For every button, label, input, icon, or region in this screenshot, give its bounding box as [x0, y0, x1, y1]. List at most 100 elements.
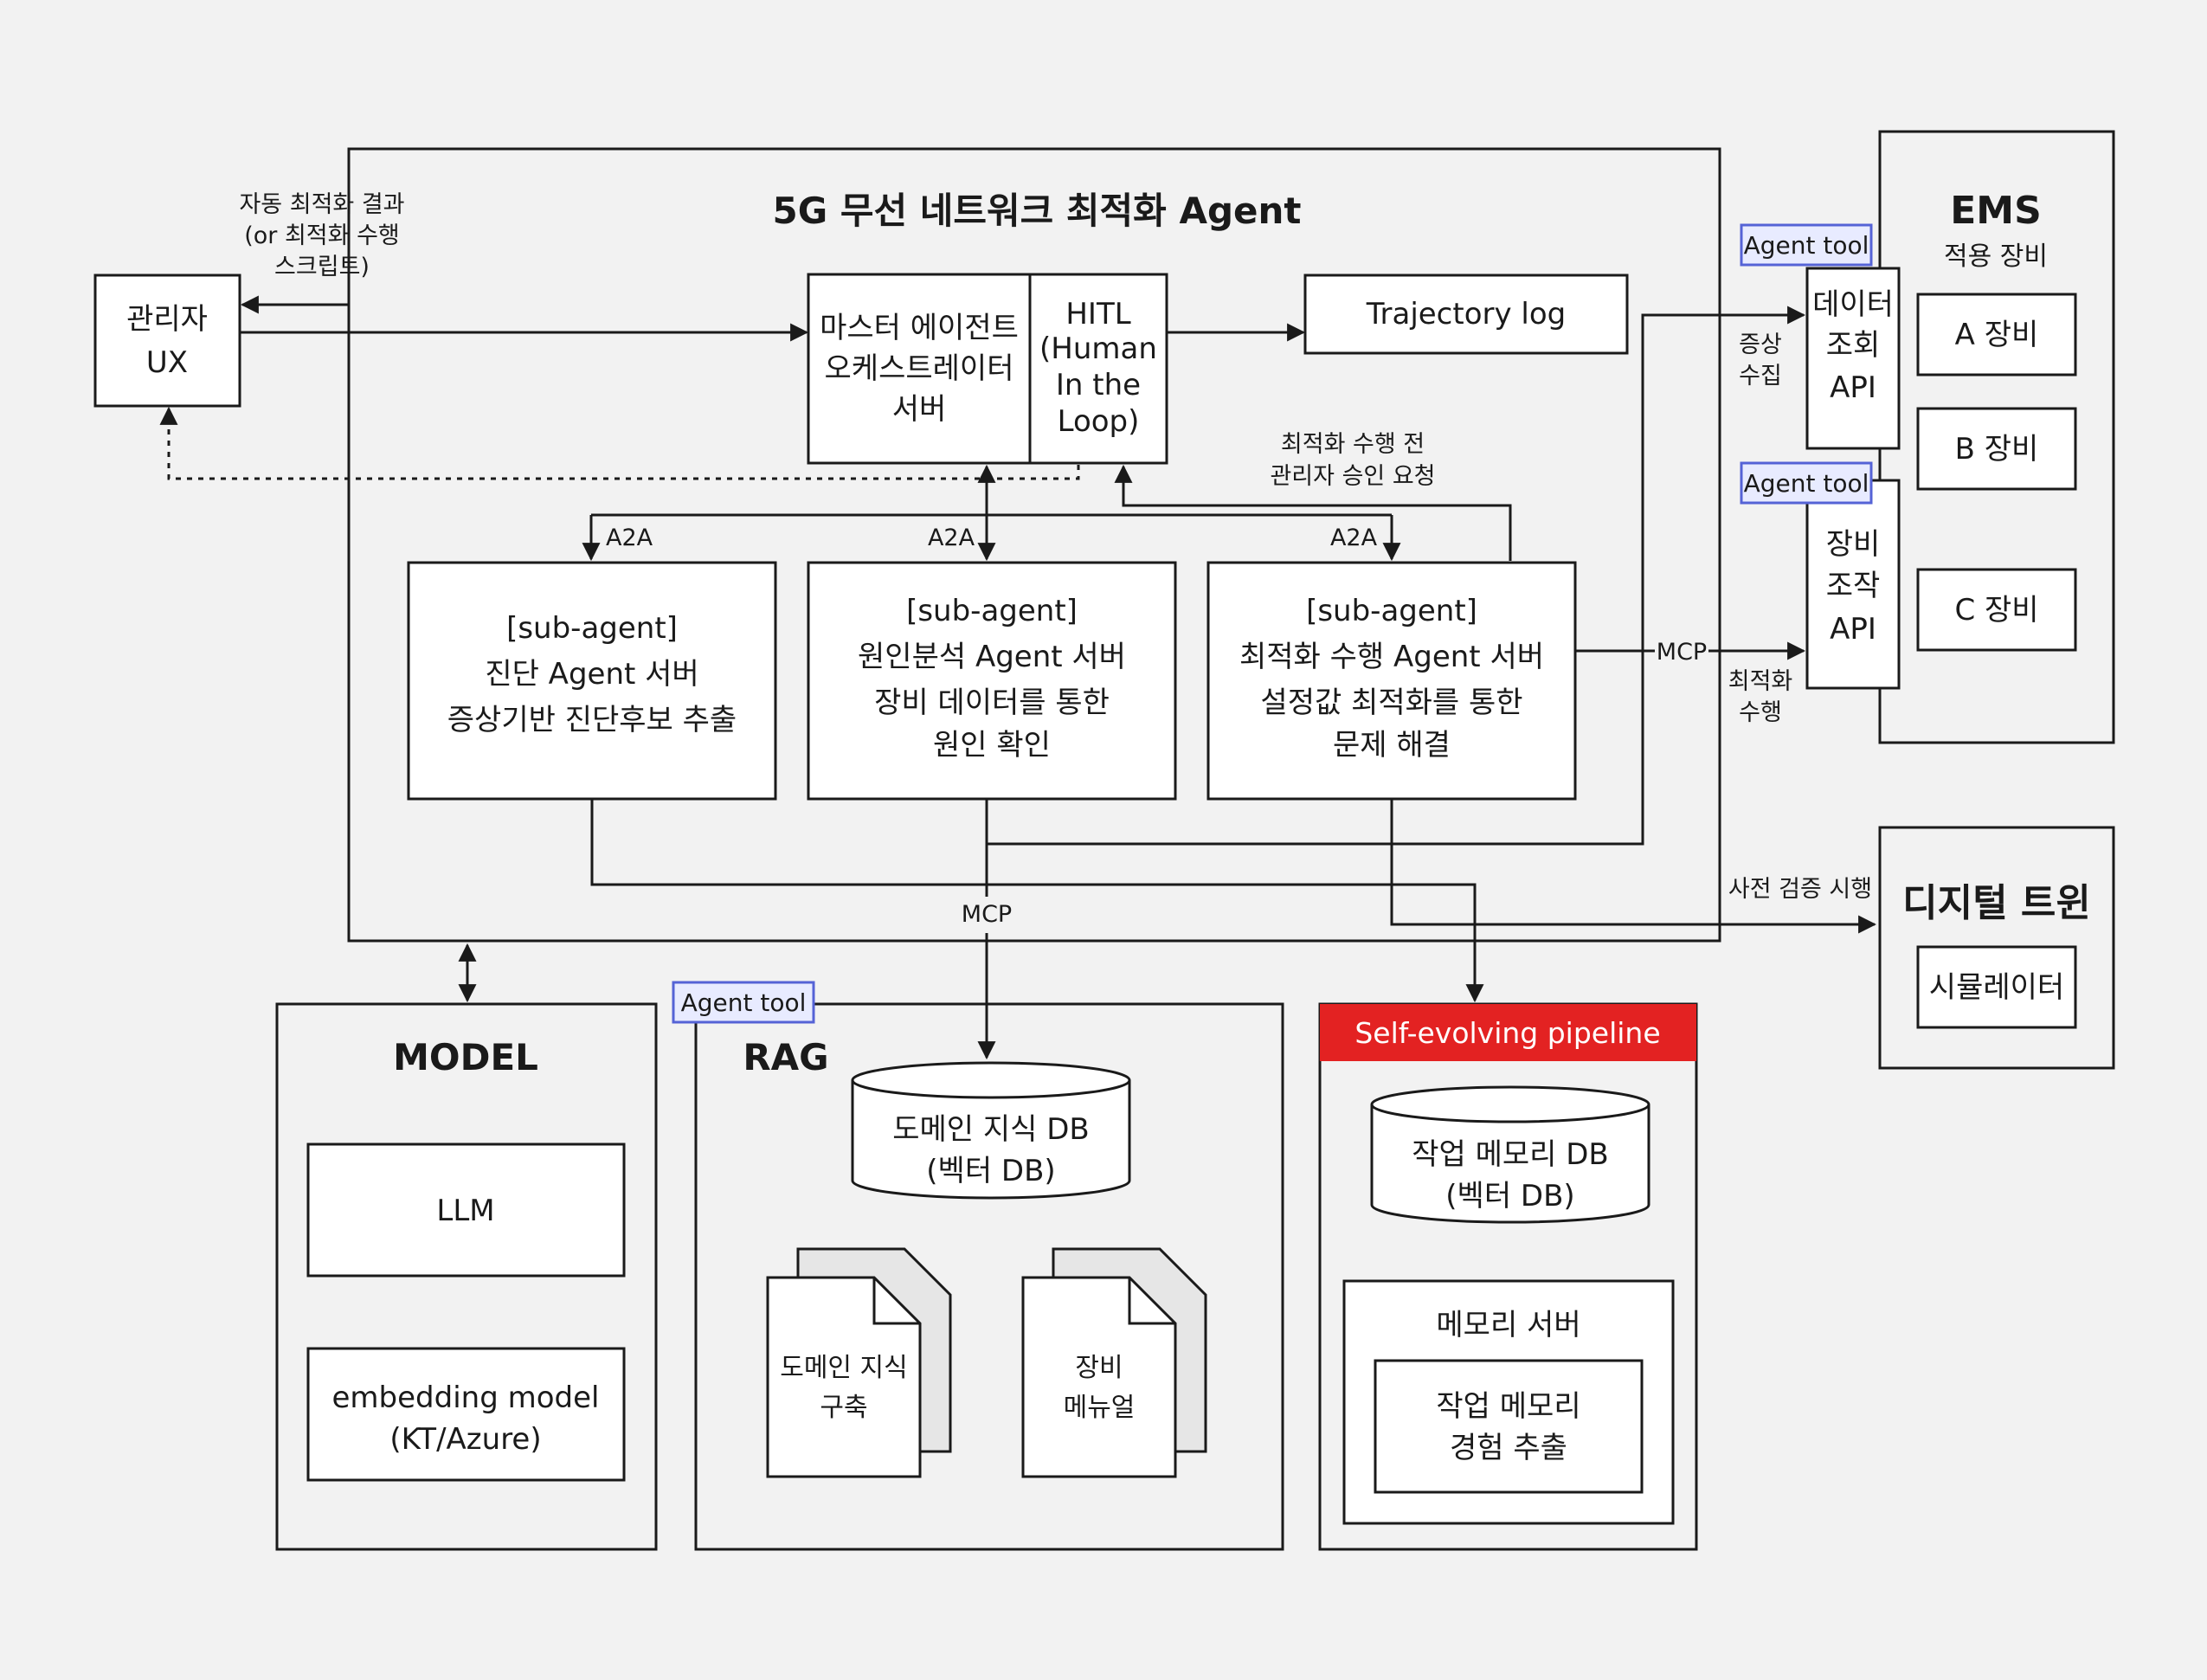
- a2a-label-2: A2A: [928, 525, 975, 551]
- mcp-label-rag: MCP: [962, 901, 1012, 928]
- admin-result-note-3: 스크립트): [274, 254, 370, 280]
- embedding-label-1: embedding model: [332, 1381, 600, 1415]
- hitl-label-3: In the: [1056, 368, 1141, 402]
- domain-knowledge-doc-icon: [766, 1247, 952, 1478]
- admin-result-note-2: (or 최적화 수행: [244, 222, 400, 249]
- agent-tool-tag-ctrl-api: [1740, 461, 1873, 505]
- admin-result-note-1: 자동 최적화 결과: [239, 191, 404, 218]
- rag-box[interactable]: [694, 1002, 1284, 1551]
- model-box[interactable]: [275, 1002, 658, 1551]
- rag-db-label-2: (벡터 DB): [926, 1154, 1055, 1188]
- diagnosis-agent-label-3: 증상기반 진단후보 추출: [447, 703, 737, 737]
- diagnosis-agent-label-2: 진단 Agent 서버: [485, 657, 698, 692]
- master-orchestrator-box[interactable]: [807, 273, 1032, 465]
- approval-note-2: 관리자 승인 요청: [1270, 463, 1435, 490]
- optimizer-agent-label-3: 설정값 최적화를 통한: [1260, 686, 1522, 720]
- pre-verify-label: 사전 검증 시행: [1728, 876, 1872, 903]
- hitl-label-2: (Human: [1039, 331, 1157, 366]
- root-cause-agent-label-3: 장비 데이터를 통한: [874, 686, 1110, 720]
- agent-tool-tag-rag: [672, 981, 815, 1024]
- master-label-3: 서버: [892, 392, 947, 427]
- ctrl-api-label-2: 조작: [1826, 569, 1881, 603]
- optimizer-agent-label-2: 최적화 수행 Agent 서버: [1239, 640, 1544, 674]
- diagnosis-agent-box[interactable]: [407, 561, 777, 801]
- memory-extract-box[interactable]: [1374, 1359, 1644, 1494]
- admin-ux-label-1: 관리자: [126, 302, 208, 337]
- simulator-label: 시뮬레이터: [1929, 970, 2064, 1005]
- memory-extract-label-2: 경험 추출: [1450, 1431, 1567, 1465]
- ems-title: EMS: [1950, 189, 2042, 233]
- agent-tool-tag-data-api: [1740, 223, 1873, 267]
- hitl-label-4: Loop): [1058, 404, 1140, 439]
- page-title: 5G 무선 네트워크 최적화 Agent: [773, 190, 1302, 232]
- hitl-box[interactable]: [1028, 273, 1168, 465]
- optimize-exec-2: 수행: [1739, 699, 1782, 726]
- agent-tool-tag-data-api-label: Agent tool: [1744, 231, 1869, 260]
- admin-ux-label-2: UX: [146, 345, 188, 380]
- pipeline-db-label-1: 작업 메모리 DB: [1412, 1137, 1609, 1172]
- rag-db-label-1: 도메인 지식 DB: [892, 1112, 1090, 1147]
- llm-box[interactable]: [306, 1143, 626, 1278]
- device-c-box[interactable]: [1916, 568, 2077, 652]
- ems-subtitle: 적용 장비: [1944, 241, 2048, 272]
- line-diagnosis-to-pipeline: [590, 799, 1484, 1003]
- optimizer-agent-box[interactable]: [1206, 561, 1577, 801]
- optimize-exec-1: 최적화: [1728, 668, 1793, 695]
- doc1-label-2: 구축: [820, 1393, 867, 1423]
- device-control-api-box[interactable]: [1805, 479, 1901, 690]
- root-cause-agent-label-1: [sub-agent]: [906, 594, 1078, 628]
- device-a-box[interactable]: [1916, 293, 2077, 377]
- symptom-collect-2: 수집: [1739, 363, 1782, 389]
- pipeline-title: Self-evolving pipeline: [1354, 1016, 1660, 1050]
- agent-tool-tag-ctrl-api-label: Agent tool: [1744, 469, 1869, 498]
- doc2-label-2: 메뉴얼: [1064, 1393, 1136, 1423]
- embedding-model-box[interactable]: [306, 1347, 626, 1482]
- doc2-label-1: 장비: [1075, 1353, 1123, 1383]
- root-cause-agent-label-4: 원인 확인: [933, 728, 1051, 763]
- data-api-label-1: 데이터: [1812, 287, 1894, 322]
- work-memory-db[interactable]: [1370, 1085, 1650, 1224]
- root-cause-agent-box[interactable]: [807, 561, 1177, 801]
- master-label-1: 마스터 에이전트: [820, 311, 1019, 345]
- approval-note-1: 최적화 수행 전: [1281, 431, 1425, 458]
- model-title: MODEL: [393, 1036, 538, 1078]
- root-cause-agent-label-2: 원인분석 Agent 서버: [858, 640, 1126, 674]
- device-manual-doc-icon: [1021, 1247, 1207, 1478]
- doc1-label-1: 도메인 지식: [780, 1353, 908, 1383]
- a2a-label-1: A2A: [606, 525, 653, 551]
- llm-label: LLM: [436, 1194, 494, 1228]
- rag-title: RAG: [743, 1036, 828, 1078]
- trajectory-log-label: Trajectory log: [1366, 297, 1567, 331]
- pipeline-header: [1320, 1004, 1696, 1061]
- mcp-label-ems: MCP: [1657, 639, 1707, 666]
- line-optimizer-to-twin: [1390, 799, 1877, 934]
- admin-ux-box[interactable]: [93, 274, 241, 408]
- line-analysis-to-data-api: [987, 306, 1806, 846]
- diagnosis-agent-label-1: [sub-agent]: [506, 611, 678, 646]
- device-b-label: B 장비: [1955, 432, 2039, 467]
- device-a-label: A 장비: [1955, 318, 2039, 352]
- arrow-optimizer-to-hitl: [1114, 464, 1512, 561]
- data-api-label-3: API: [1830, 370, 1876, 405]
- simulator-box[interactable]: [1916, 945, 2077, 1029]
- agent-container: [347, 147, 1721, 943]
- symptom-collect-1: 증상: [1739, 331, 1782, 358]
- pipeline-db-label-2: (벡터 DB): [1445, 1179, 1574, 1213]
- master-label-2: 오케스트레이터: [825, 351, 1014, 386]
- device-b-box[interactable]: [1916, 407, 2077, 491]
- hitl-label-1: HITL: [1065, 297, 1130, 331]
- memory-server-label: 메모리 서버: [1436, 1308, 1580, 1342]
- embedding-label-2: (KT/Azure): [389, 1422, 541, 1457]
- digital-twin-title: 디지털 트윈: [1902, 881, 2091, 925]
- device-c-label: C 장비: [1954, 593, 2038, 628]
- agent-tool-tag-rag-label: Agent tool: [681, 988, 807, 1017]
- digital-twin-box[interactable]: [1878, 826, 2115, 1070]
- a2a-label-3: A2A: [1330, 525, 1378, 551]
- optimizer-agent-label-1: [sub-agent]: [1306, 594, 1477, 628]
- domain-knowledge-db[interactable]: [851, 1061, 1131, 1200]
- dashed-hitl-to-admin: [159, 406, 1080, 480]
- trajectory-log-box[interactable]: [1303, 274, 1629, 355]
- ctrl-api-label-1: 장비: [1826, 527, 1881, 562]
- data-query-api-box[interactable]: [1805, 267, 1901, 450]
